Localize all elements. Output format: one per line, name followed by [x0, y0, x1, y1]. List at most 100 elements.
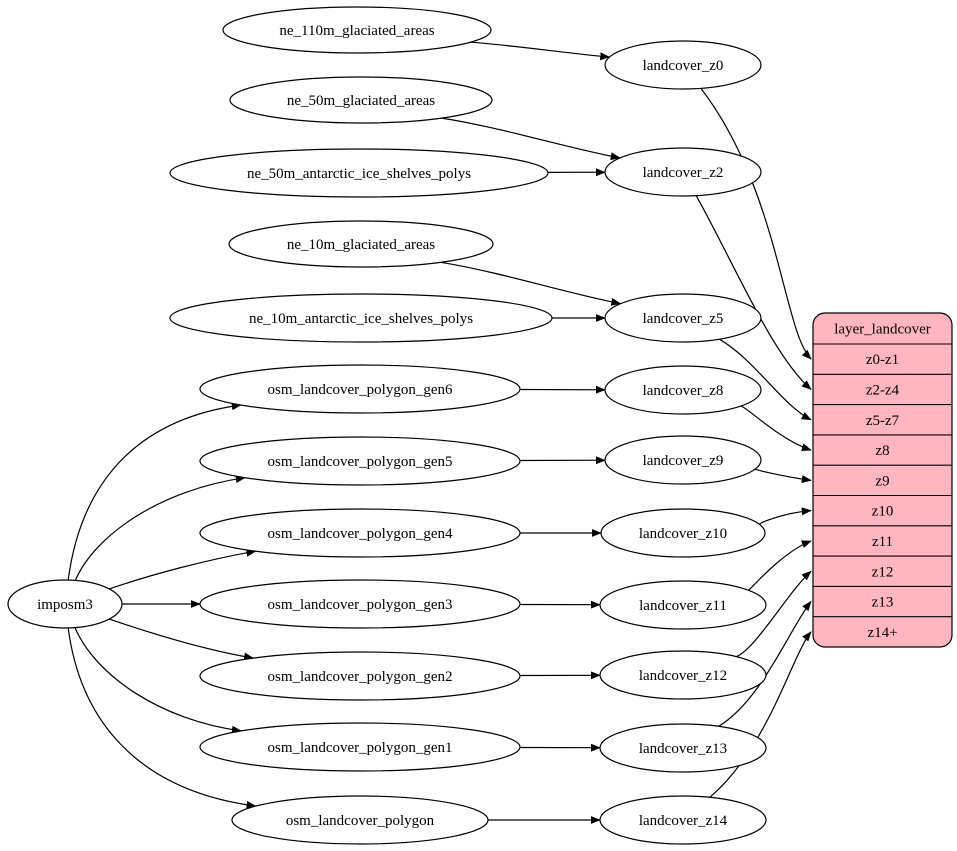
node-label: landcover_z13: [639, 741, 727, 757]
node-label: landcover_z14: [639, 813, 728, 829]
node-label: osm_landcover_polygon_gen1: [268, 740, 453, 756]
node-label: osm_landcover_polygon_gen4: [268, 526, 453, 542]
node-osm_landcover_polygon_gen6: osm_landcover_polygon_gen6: [199, 364, 521, 414]
edge-landcover_z11-to-row-6: [748, 540, 812, 591]
node-ellipse: [199, 651, 521, 701]
edge-ne_110m_glaciated_areas-to-landcover_z0: [470, 41, 611, 61]
node-label: landcover_z5: [643, 311, 724, 327]
node-ellipse: [229, 76, 493, 124]
node-osm_landcover_polygon_gen2: osm_landcover_polygon_gen2: [199, 651, 521, 701]
node-ellipse: [604, 147, 762, 197]
table-row-label: z14+: [867, 625, 897, 641]
node-ne_10m_glaciated_areas: ne_10m_glaciated_areas: [228, 220, 494, 268]
node-ellipse: [604, 365, 762, 415]
node-osm_landcover_polygon: osm_landcover_polygon: [231, 795, 489, 845]
node-label: landcover_z8: [643, 383, 724, 399]
node-landcover_z0: landcover_z0: [604, 40, 762, 90]
node-landcover_z12: landcover_z12: [599, 650, 767, 700]
node-label: ne_10m_antarctic_ice_shelves_polys: [249, 311, 473, 327]
node-ne_10m_antarctic_ice_shelves_polys: ne_10m_antarctic_ice_shelves_polys: [169, 293, 553, 343]
layer-landcover-table: layer_landcover z0-z1 z2-z4 z5-z7 z8 z9 z10 z11…: [812, 312, 953, 648]
node-osm_landcover_polygon_gen4: osm_landcover_polygon_gen4: [199, 508, 521, 558]
node-osm_landcover_polygon_gen5: osm_landcover_polygon_gen5: [199, 436, 521, 486]
node-label: landcover_z12: [639, 668, 727, 684]
node-label: osm_landcover_polygon_gen2: [268, 669, 453, 685]
node-landcover_z8: landcover_z8: [604, 365, 762, 415]
edges-layer: [67, 41, 812, 824]
node-landcover_z10: landcover_z10: [600, 508, 766, 558]
node-ellipse: [169, 148, 549, 198]
node-osm_landcover_polygon_gen3: osm_landcover_polygon_gen3: [199, 579, 521, 629]
node-landcover_z13: landcover_z13: [599, 723, 767, 773]
edge-landcover_z9-to-row-4: [753, 468, 812, 484]
edge-ne_50m_glaciated_areas-to-landcover_z2: [441, 117, 621, 161]
node-ellipse: [599, 650, 767, 700]
table-title: layer_landcover: [834, 322, 931, 338]
node-label: landcover_z2: [643, 165, 724, 181]
node-label: osm_landcover_polygon_gen5: [268, 454, 453, 470]
node-ellipse: [604, 40, 762, 90]
node-label: ne_10m_glaciated_areas: [287, 237, 435, 253]
node-landcover_z11: landcover_z11: [599, 580, 767, 630]
node-ellipse: [599, 580, 767, 630]
node-label: ne_50m_glaciated_areas: [287, 93, 435, 109]
node-ellipse: [599, 795, 767, 845]
table-row-label: z0-z1: [866, 352, 899, 368]
node-ellipse: [599, 723, 767, 773]
node-label: osm_landcover_polygon: [286, 813, 435, 829]
node-label: osm_landcover_polygon_gen6: [268, 382, 453, 398]
edge-landcover_z5-to-row-2: [719, 338, 812, 421]
node-ellipse: [199, 722, 521, 772]
node-osm_landcover_polygon_gen1: osm_landcover_polygon_gen1: [199, 722, 521, 772]
node-ellipse: [604, 435, 762, 485]
edge-ne_10m_glaciated_areas-to-landcover_z5: [440, 261, 622, 306]
table-row-label: z2-z4: [866, 382, 900, 398]
edge-imposm3-to-osm_landcover_polygon: [67, 627, 257, 809]
edge-landcover_z13-to-row-8: [718, 600, 812, 727]
node-label: landcover_z11: [639, 598, 727, 614]
node-label: landcover_z0: [643, 58, 724, 74]
edge-landcover_z14-to-row-9: [709, 631, 812, 798]
node-ellipse: [228, 220, 494, 268]
node-imposm3: imposm3: [7, 579, 123, 629]
node-ne_50m_glaciated_areas: ne_50m_glaciated_areas: [229, 76, 493, 124]
edge-landcover_z10-to-row-5: [757, 507, 812, 527]
node-label: landcover_z9: [643, 453, 724, 469]
table-row-label: z5-z7: [866, 413, 900, 429]
node-ellipse: [199, 364, 521, 414]
node-ne_50m_antarctic_ice_shelves_polys: ne_50m_antarctic_ice_shelves_polys: [169, 148, 549, 198]
node-landcover_z2: landcover_z2: [604, 147, 762, 197]
node-label: osm_landcover_polygon_gen3: [268, 597, 453, 613]
table-row-label: z9: [875, 473, 889, 489]
node-label: landcover_z10: [639, 526, 727, 542]
edge-landcover_z0-to-row-0: [700, 88, 812, 360]
node-ellipse: [604, 293, 762, 343]
node-landcover_z9: landcover_z9: [604, 435, 762, 485]
table-row-label: z8: [875, 443, 889, 459]
table-row-label: z11: [872, 534, 893, 550]
edge-imposm3-to-osm_landcover_polygon_gen1: [74, 627, 242, 734]
edge-imposm3-to-osm_landcover_polygon_gen6: [67, 402, 242, 581]
node-ellipse: [169, 293, 553, 343]
table-row-label: z13: [872, 595, 894, 611]
node-ne_110m_glaciated_areas: ne_110m_glaciated_areas: [222, 6, 492, 54]
node-ellipse: [600, 508, 766, 558]
node-ellipse: [199, 508, 521, 558]
edge-imposm3-to-osm_landcover_polygon_gen5: [74, 475, 246, 581]
edge-imposm3-to-osm_landcover_polygon_gen2: [109, 618, 255, 661]
node-ellipse: [231, 795, 489, 845]
table-row-label: z12: [872, 564, 894, 580]
node-ellipse: [199, 436, 521, 486]
edge-imposm3-to-osm_landcover_polygon_gen4: [109, 548, 257, 590]
node-ellipse: [7, 579, 123, 629]
node-landcover_z5: landcover_z5: [604, 293, 762, 343]
node-ellipse: [222, 6, 492, 54]
edge-landcover_z8-to-row-3: [740, 405, 812, 452]
node-label: ne_50m_antarctic_ice_shelves_polys: [247, 166, 471, 182]
table-row-label: z10: [872, 504, 894, 520]
table-outline: [812, 312, 953, 648]
node-landcover_z14: landcover_z14: [599, 795, 767, 845]
node-label: ne_110m_glaciated_areas: [279, 23, 434, 39]
